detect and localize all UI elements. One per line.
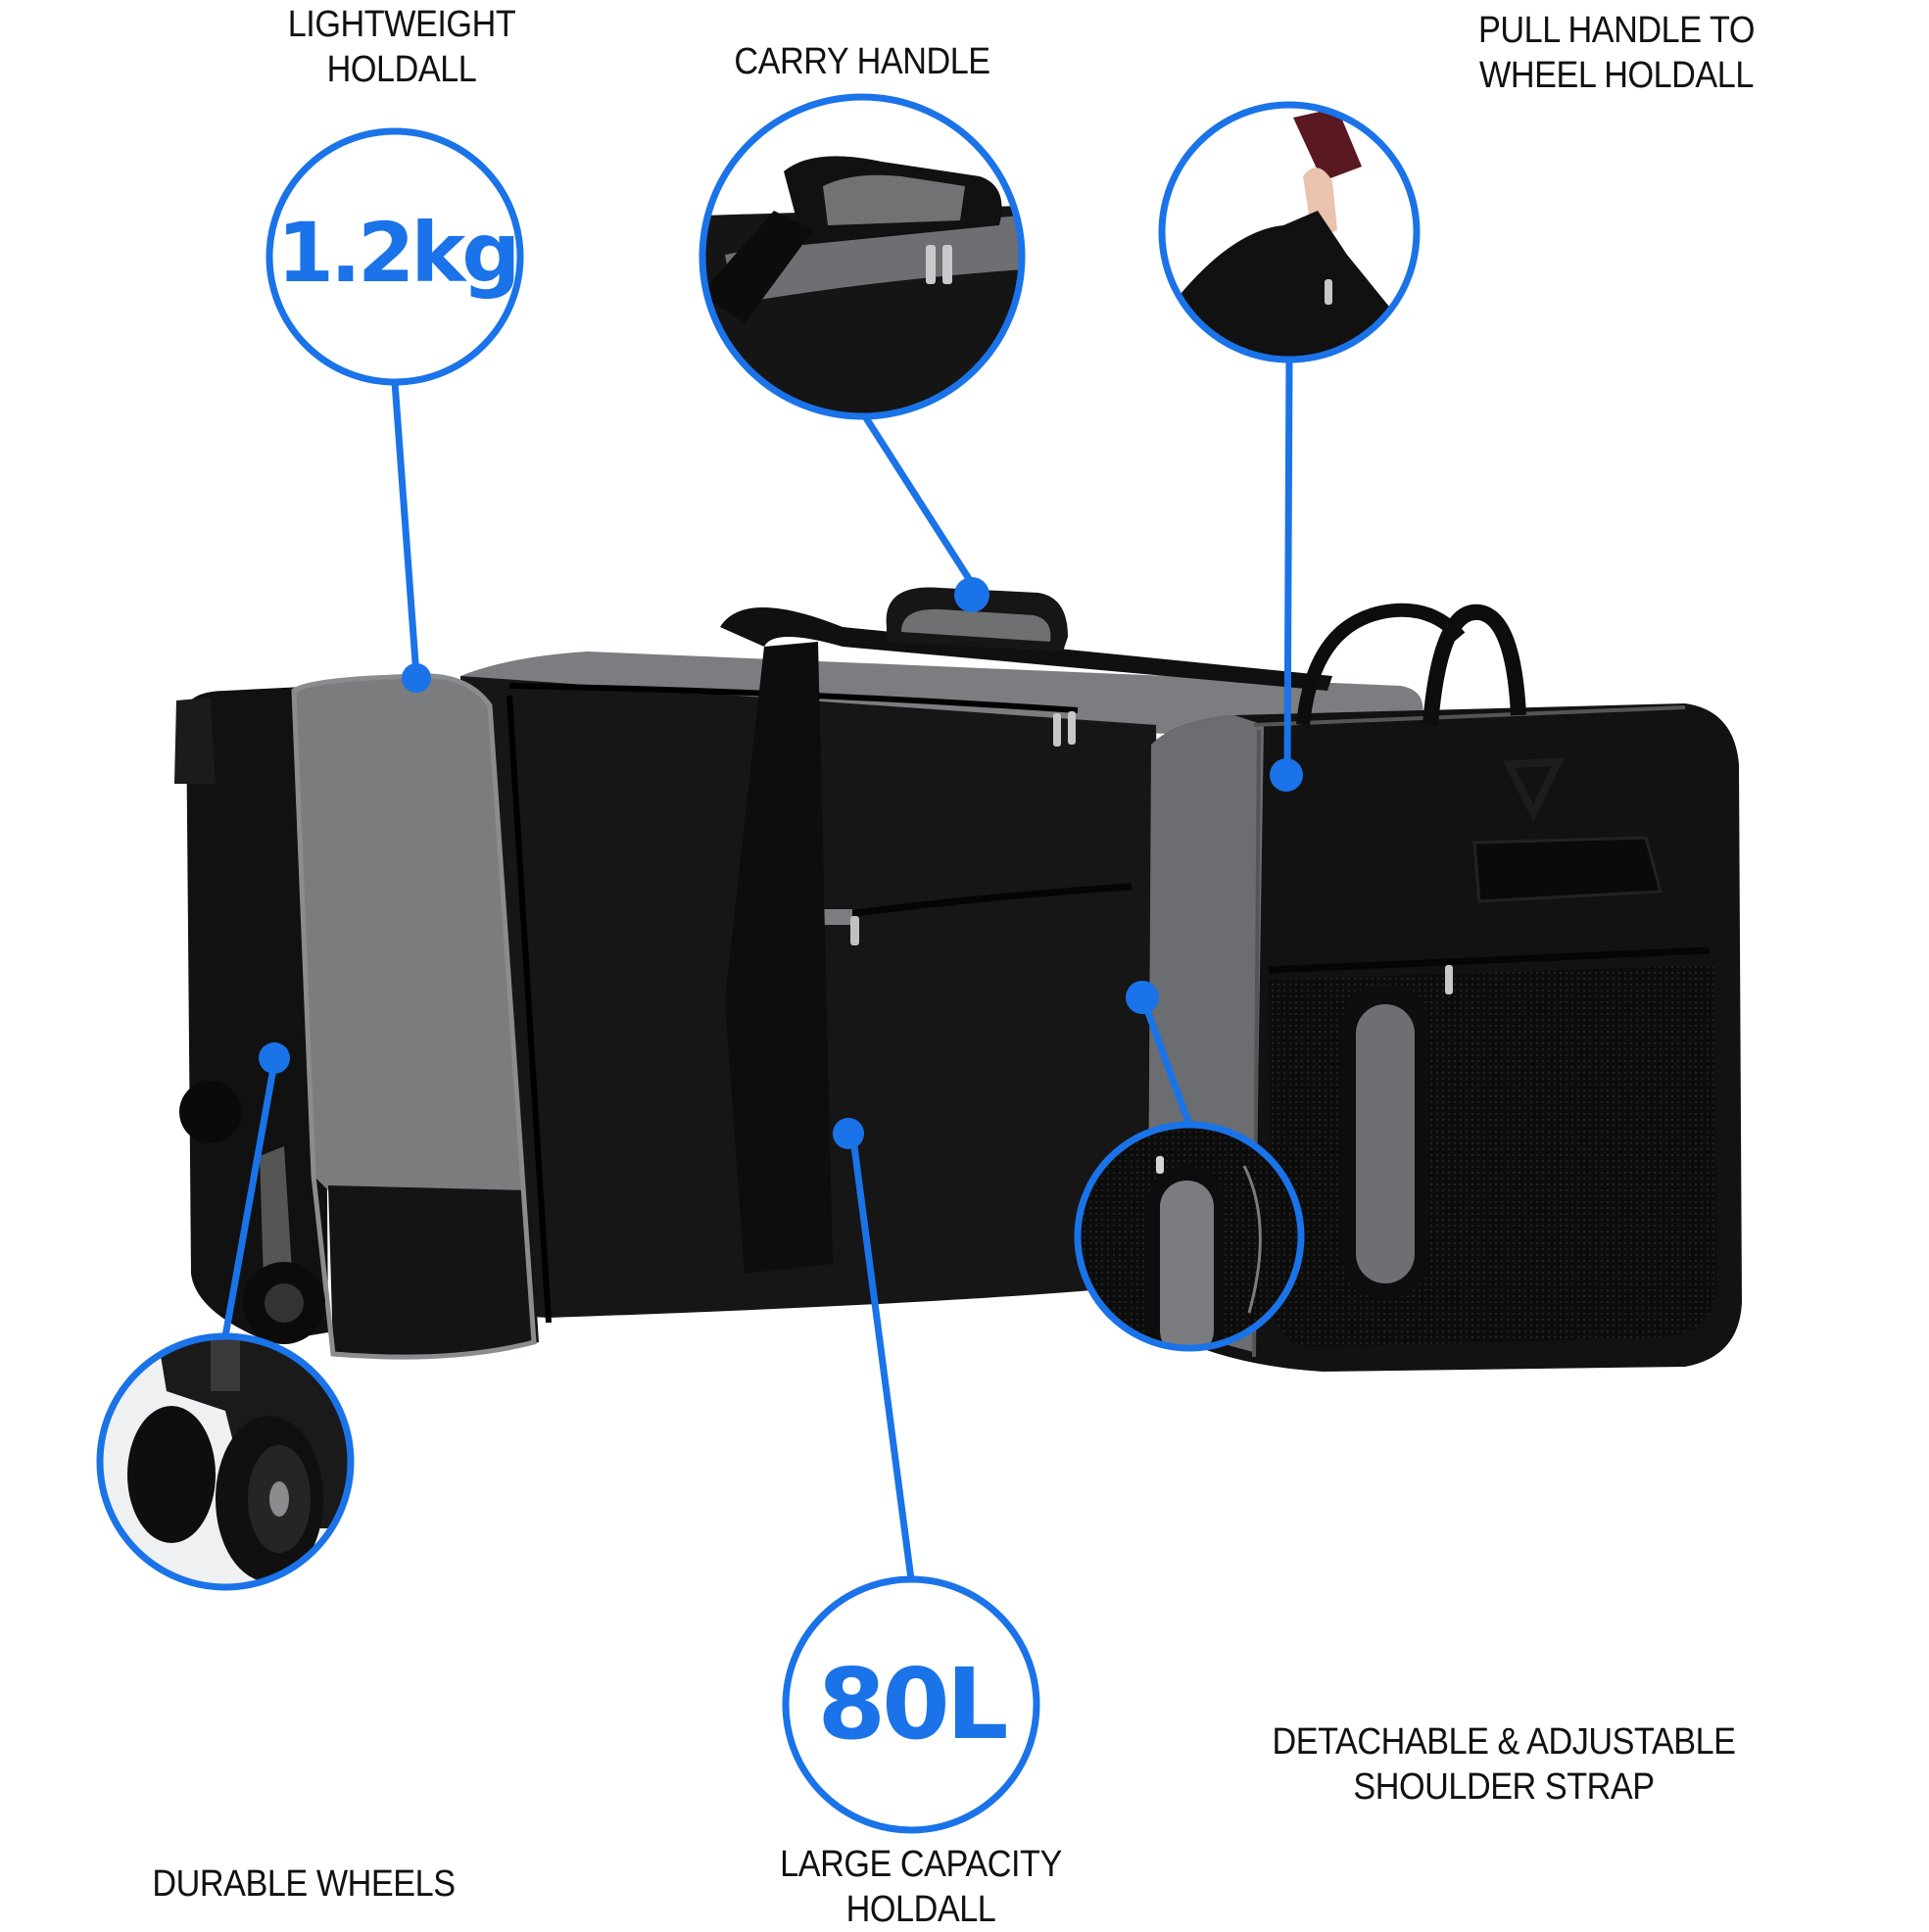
label-line: LIGHTWEIGHT <box>287 4 516 45</box>
weight-value: 1.2kg <box>276 205 521 301</box>
label-line: PULL HANDLE TO <box>1478 10 1755 51</box>
carry-handle-inset <box>702 98 1022 416</box>
leader-lines <box>221 359 1293 1580</box>
label-line: DURABLE WHEELS <box>152 1863 456 1905</box>
label-large-capacity-holdall: LARGE CAPACITY HOLDALL <box>762 1842 1080 1932</box>
label-line: HOLDALL <box>326 49 477 90</box>
label-lightweight-holdall: LIGHTWEIGHT HOLDALL <box>261 2 543 92</box>
label-line: WHEEL HOLDALL <box>1479 55 1754 96</box>
main-holdall <box>174 587 1423 1360</box>
capacity-value: 80L <box>817 1647 1009 1762</box>
label-line: DETACHABLE & ADJUSTABLE <box>1272 1721 1736 1763</box>
label-line: LARGE CAPACITY <box>780 1844 1062 1885</box>
label-line: SHOULDER STRAP <box>1353 1766 1655 1808</box>
anchor-dots <box>259 577 1303 1149</box>
label-pull-handle: PULL HANDLE TO WHEEL HOLDALL <box>1467 8 1766 98</box>
label-line: HOLDALL <box>845 1889 996 1930</box>
label-carry-handle: CARRY HANDLE <box>703 39 1021 84</box>
shoulder-strap-inset <box>1078 1125 1301 1348</box>
wheels-inset <box>100 1336 351 1587</box>
label-line: CARRY HANDLE <box>734 41 990 82</box>
label-durable-wheels: DURABLE WHEELS <box>145 1861 462 1907</box>
label-shoulder-strap: DETACHABLE & ADJUSTABLE SHOULDER STRAP <box>1262 1719 1747 1810</box>
pull-handle-inset <box>1162 105 1417 360</box>
